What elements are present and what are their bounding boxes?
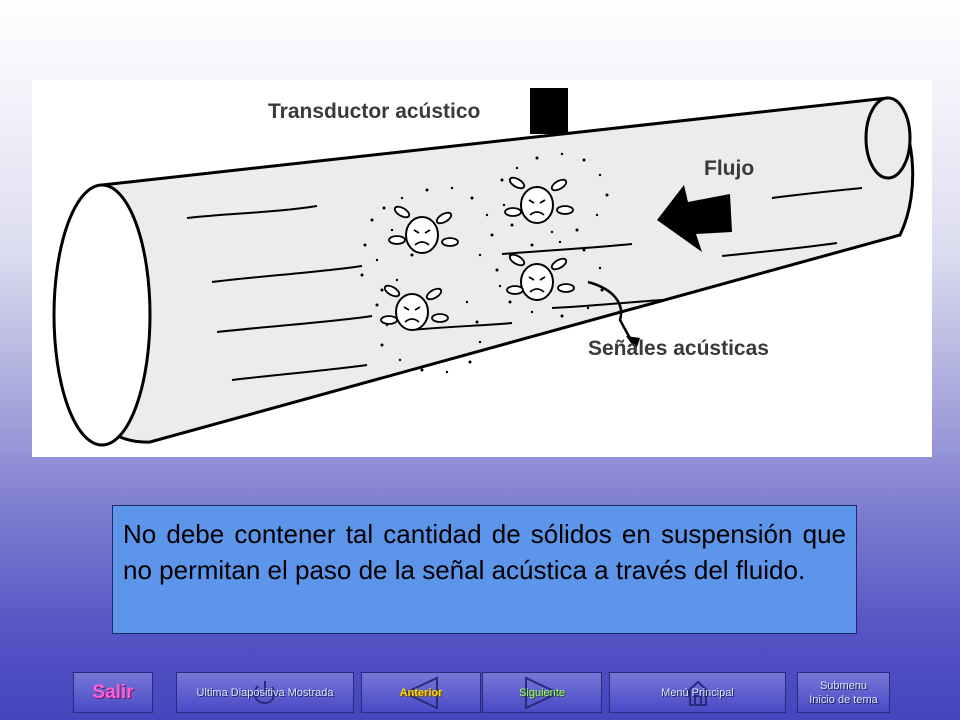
triangle-right-icon xyxy=(525,675,561,710)
pipe-body xyxy=(58,96,915,444)
signals-arrow xyxy=(587,280,634,343)
label-flow: Flujo xyxy=(704,157,754,180)
siguiente-label: Siguiente xyxy=(519,686,565,699)
content-text-box: No debe contener tal cantidad de sólidos… xyxy=(112,505,857,634)
pipe-streaks xyxy=(186,187,863,381)
submenu-button[interactable]: Submenu Inicio de tema xyxy=(797,672,890,713)
ultima-diapositiva-button[interactable]: Ultima Diapositiva Mostrada xyxy=(176,672,354,713)
face-features xyxy=(403,199,546,323)
label-transducer: Transductor acústico xyxy=(268,100,480,123)
anterior-button[interactable]: Anterior xyxy=(361,672,481,713)
salir-label: Salir xyxy=(92,681,134,703)
transducer-block xyxy=(530,88,568,134)
signals-arrow-head xyxy=(626,336,640,350)
pipe-back-end xyxy=(864,96,912,180)
particle-faces xyxy=(395,186,554,331)
menu-principal-button[interactable]: Menú Principal xyxy=(609,672,786,713)
pipe-diagram: Transductor acústico Flujo Señales acúst… xyxy=(52,88,915,447)
submenu-label-line1: Submenu xyxy=(819,679,868,692)
triangle-left-icon xyxy=(402,675,438,710)
content-paragraph: No debe contener tal cantidad de sólidos… xyxy=(123,519,846,585)
home-icon xyxy=(685,680,710,706)
anterior-label: Anterior xyxy=(399,686,443,699)
pipe-front-end xyxy=(52,183,152,447)
return-icon xyxy=(253,680,276,704)
pipe-diagram-image: Transductor acústico Flujo Señales acúst… xyxy=(32,80,932,457)
flow-arrow-icon xyxy=(657,185,732,252)
menu-principal-label: Menú Principal xyxy=(661,686,734,699)
label-signals: Señales acústicas xyxy=(588,337,769,360)
siguiente-button[interactable]: Siguiente xyxy=(482,672,602,713)
ultima-label: Ultima Diapositiva Mostrada xyxy=(196,686,334,699)
salir-button[interactable]: Salir xyxy=(73,672,153,713)
particle-clusters xyxy=(360,152,609,374)
submenu-label-line2: Inicio de tema xyxy=(809,693,878,706)
wave-marks xyxy=(380,176,575,325)
